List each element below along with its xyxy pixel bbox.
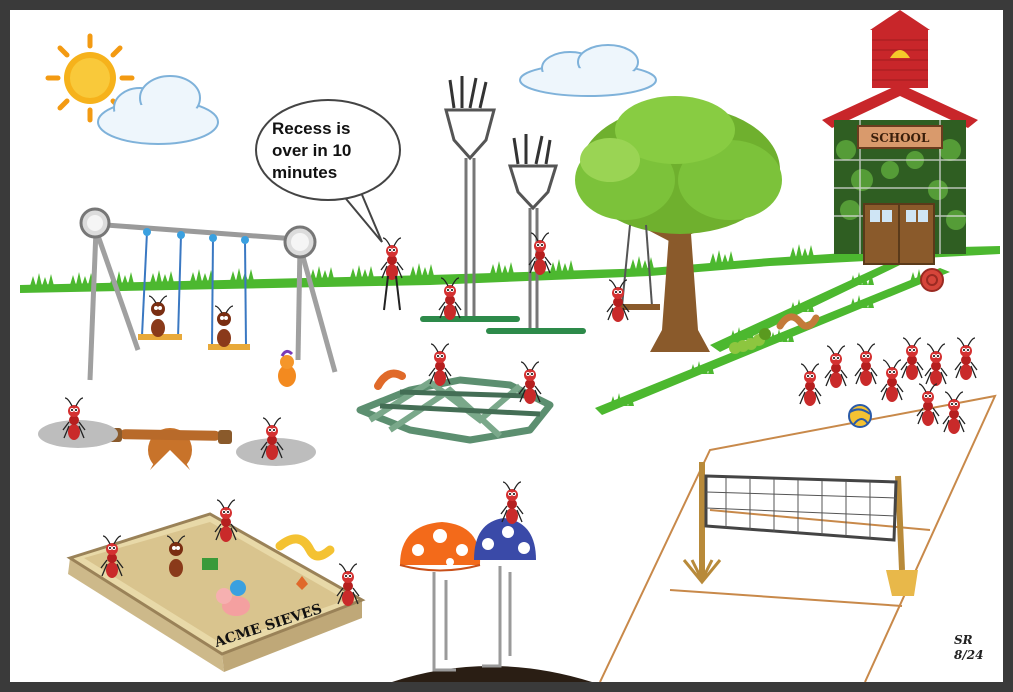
speech-line-2: over in 10 [272,141,352,160]
speech-line-1: Recess is [272,119,351,138]
volleyball [848,404,872,428]
climbing-net [356,376,554,444]
illustration-frame: SCHOOL ACME SIEVES [10,10,1003,682]
pink-ant [216,588,250,616]
worm [776,313,820,330]
mushroom-sieves [392,518,592,682]
artist-signature: SR 8/24 [954,633,994,663]
school-house: SCHOOL [822,10,978,292]
caterpillar [729,328,771,354]
sandbox: ACME SIEVES [66,512,366,672]
talking-ant [383,275,401,311]
worm-orange [374,369,406,390]
tree [575,96,782,352]
playground-scene: SCHOOL ACME SIEVES [20,10,1000,682]
speech-bubble-text: Recess is over in 10 minutes [272,118,392,184]
swing-set [79,207,338,387]
cloud-middle-icon [519,44,657,97]
signature-initials: SR [954,633,973,647]
school-sign: SCHOOL [871,131,930,145]
signature-date: 8/24 [954,648,984,662]
seesaw [38,420,316,472]
cloud-left-icon [97,75,219,145]
speech-bubble [255,99,401,243]
speech-line-3: minutes [272,163,338,182]
caterpillar-yellow [275,534,335,561]
ant-team [798,337,978,435]
volleyball-court [599,394,997,682]
sieve-poles [420,76,586,334]
grass-band [20,235,1000,415]
